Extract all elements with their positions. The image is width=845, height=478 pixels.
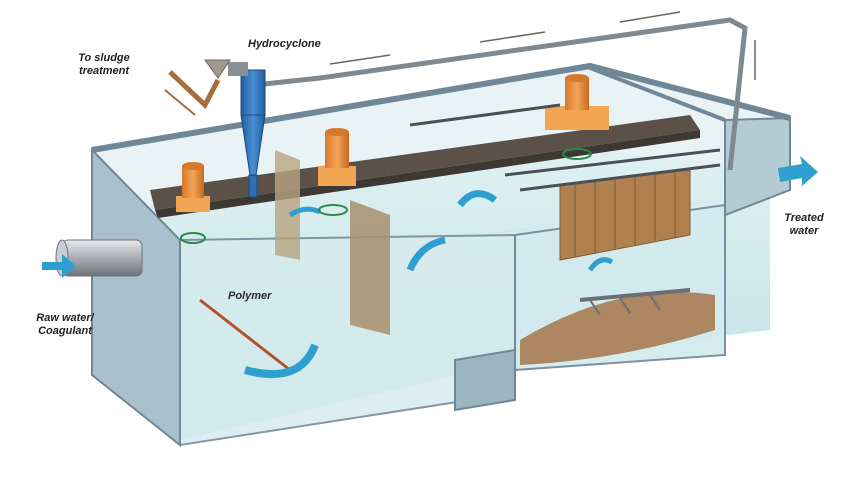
sludge-blanket xyxy=(520,292,715,365)
sludge-treatment-label: To sludge treatment xyxy=(78,52,130,77)
hydrocyclone-label: Hydrocyclone xyxy=(248,38,321,50)
tank-sump xyxy=(454,348,516,412)
flow-arrow-icon xyxy=(778,156,818,186)
flow-arrow-icon xyxy=(406,236,446,272)
recirculation-pipe xyxy=(254,17,748,171)
tank-left-front xyxy=(91,147,516,448)
polymer-label: Polymer xyxy=(228,290,272,302)
sludge-pipe xyxy=(164,70,221,116)
flow-arrow-icon xyxy=(243,343,319,379)
polymer-line xyxy=(199,298,291,372)
flow-arrow-icon xyxy=(457,190,498,208)
hydrocyclone-icon xyxy=(204,59,266,198)
flow-arrow-icon xyxy=(42,254,76,278)
mixer-motor-icon xyxy=(318,128,356,186)
direction-arrow-icon xyxy=(329,11,756,80)
flow-arrow-icon xyxy=(288,206,322,218)
scraper-icon xyxy=(579,288,691,316)
mixer-motor-icon xyxy=(176,162,210,212)
collection-troughs xyxy=(409,103,721,192)
raw-water-label: Raw water/ Coagulant xyxy=(36,312,94,337)
rotation-arrow-icon xyxy=(180,148,592,244)
flow-arrow-icon xyxy=(587,257,614,272)
treated-water-label: Treated water xyxy=(784,212,824,237)
baffle xyxy=(275,150,390,335)
mixer-motor-icon xyxy=(545,74,609,130)
